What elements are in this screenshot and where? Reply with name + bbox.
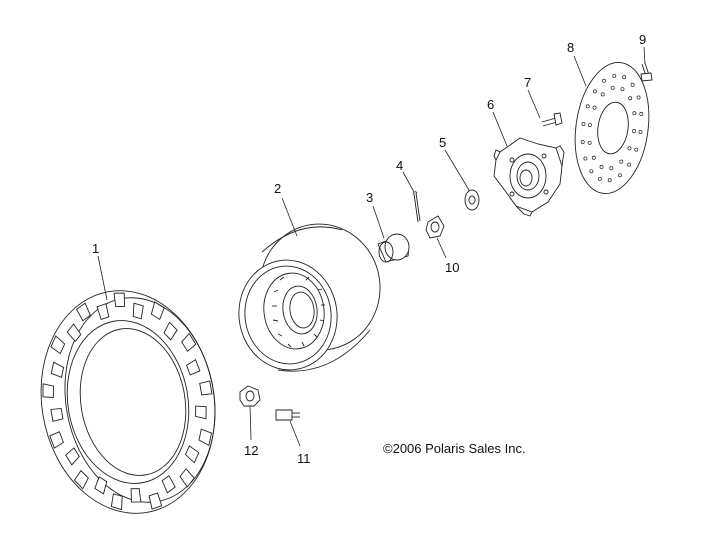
- washer: [464, 189, 480, 211]
- disc-hole: [597, 176, 602, 181]
- callout-4: 4: [396, 158, 403, 173]
- callout-8: 8: [567, 40, 574, 55]
- callout-1: 1: [92, 241, 99, 256]
- disc-hole: [580, 140, 585, 145]
- tread-lug: [96, 303, 110, 321]
- disc-hole: [619, 159, 624, 164]
- tread-lug: [113, 292, 126, 307]
- disc-hole: [638, 130, 643, 134]
- tread-lug: [195, 405, 207, 420]
- cotter-pin: [412, 191, 421, 223]
- disc-hole: [612, 73, 617, 78]
- disc-hole: [628, 96, 633, 101]
- callout-7: 7: [524, 75, 531, 90]
- callout-10: 10: [445, 260, 459, 275]
- tread-lug: [198, 428, 213, 447]
- tread-lug: [184, 445, 200, 464]
- disc-hole: [602, 78, 607, 83]
- tread-lug: [49, 431, 64, 449]
- tread-lug: [130, 488, 142, 503]
- leader-lines: [97, 46, 646, 447]
- brake-disc: [574, 62, 650, 194]
- disc-hole: [634, 147, 639, 152]
- disc-hole: [587, 140, 592, 145]
- copyright-notice: ©2006 Polaris Sales Inc.: [383, 441, 526, 456]
- disc-hole: [600, 92, 605, 97]
- disc-hole: [617, 173, 622, 178]
- tread-lug: [181, 332, 197, 353]
- castle-nut: [425, 215, 445, 239]
- lug-nut: [239, 385, 261, 407]
- callout-9: 9: [639, 32, 646, 47]
- disc-hole: [599, 164, 604, 169]
- tread-lug: [148, 492, 163, 510]
- disc-hole: [620, 87, 625, 92]
- disc-hole: [607, 178, 612, 183]
- disc-hole: [632, 129, 637, 134]
- callout-12: 12: [244, 443, 258, 458]
- tread-lug: [65, 447, 80, 466]
- tread-lug: [66, 323, 82, 343]
- wheel-stud: [275, 409, 300, 421]
- disc-hole: [589, 169, 594, 174]
- wheel-hub: [493, 137, 565, 217]
- disc-hole: [583, 156, 588, 161]
- tread-lug: [132, 302, 144, 320]
- disc-hole: [587, 122, 592, 127]
- tread-lug: [75, 302, 91, 322]
- tread-lug: [199, 380, 213, 396]
- disc-hole: [622, 75, 627, 80]
- tread-lug: [42, 383, 54, 398]
- disc-hole: [639, 111, 644, 116]
- tire: [40, 290, 216, 514]
- wheel-rim: [238, 223, 381, 372]
- disc-hole: [585, 104, 590, 109]
- disc-hole: [632, 111, 637, 116]
- tread-lug: [73, 469, 89, 490]
- callout-6: 6: [487, 97, 494, 112]
- tread-lug: [50, 335, 66, 355]
- tread-lug: [50, 361, 65, 378]
- disc-hole: [630, 82, 635, 87]
- disc-hole: [627, 146, 632, 151]
- tread-lug: [179, 468, 195, 488]
- disc-hole: [609, 166, 614, 171]
- copyright-text: 2006 Polaris Sales Inc.: [392, 441, 526, 456]
- tread-lug: [50, 407, 64, 422]
- tread-lug: [186, 359, 201, 376]
- tread-lug: [110, 493, 123, 511]
- disc-hole: [592, 89, 597, 94]
- disc-hole: [581, 122, 586, 126]
- copyright-symbol: ©: [383, 441, 393, 456]
- bolt: [541, 112, 563, 127]
- tread-lug: [161, 475, 176, 494]
- callout-5: 5: [439, 135, 446, 150]
- disc-hole: [636, 95, 641, 100]
- callout-11: 11: [297, 451, 311, 466]
- disc-hole: [591, 155, 596, 160]
- tread-lug: [150, 301, 165, 321]
- callout-3: 3: [366, 190, 373, 205]
- hub-cap: [377, 233, 410, 263]
- callout-2: 2: [274, 181, 281, 196]
- disc-hole: [627, 162, 632, 167]
- disc-hole: [610, 85, 615, 90]
- tread-lug: [94, 476, 108, 495]
- disc-hole: [592, 105, 597, 110]
- tread-lug: [163, 321, 178, 341]
- small-bolt: [640, 62, 653, 82]
